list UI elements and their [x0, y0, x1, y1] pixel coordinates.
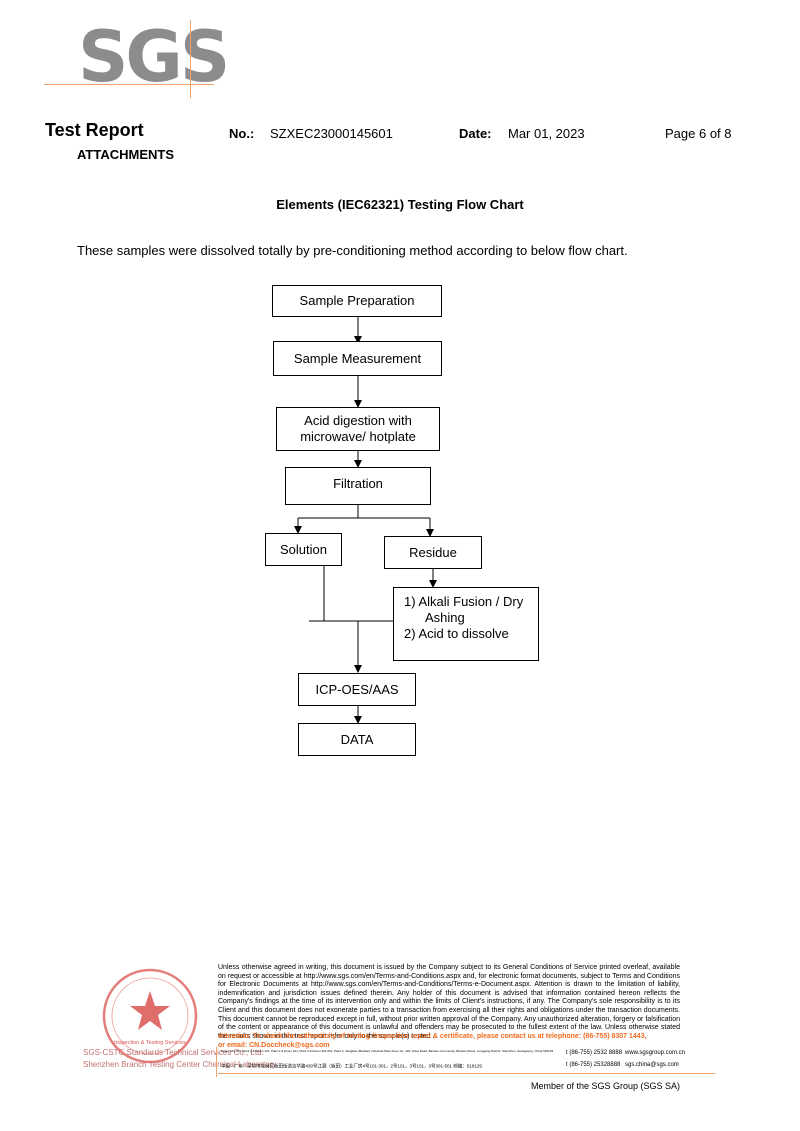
alkali-line-3: 2) Acid to dissolve [404, 626, 509, 641]
step-acid-digestion: Acid digestion with microwave/ hotplate [276, 407, 440, 451]
disclaimer-text: Unless otherwise agreed in writing, this… [218, 964, 680, 1040]
section-title: ATTACHMENTS [77, 147, 175, 162]
report-date: Mar 01, 2023 [508, 126, 585, 141]
sgs-logo: SGS [78, 16, 230, 98]
web-english: www.sgsgroup.com.cn [625, 1050, 686, 1056]
attention-line-1: Attention: To check the authenticity of … [218, 1033, 647, 1040]
phone-english: t (86-755) 2532 8888 [566, 1050, 623, 1056]
step-icp-oes-aas: ICP-OES/AAS [298, 673, 416, 706]
step-solution: Solution [265, 533, 342, 566]
stamp-seal-text: Inspection & Testing Services [114, 1040, 186, 1046]
acid-line-1: Acid digestion with [304, 413, 412, 428]
footer-rule-vertical [216, 1047, 217, 1077]
report-date-label: Date: [459, 126, 492, 141]
report-number: SZXEC23000145601 [270, 126, 393, 141]
alkali-line-1: 1) Alkali Fusion / Dry [404, 594, 524, 609]
step-sample-measurement: Sample Measurement [273, 341, 442, 376]
attention-line-2: or email: CN.Doccheck@sgs.com [218, 1041, 330, 1049]
star-icon [130, 991, 170, 1030]
address-chinese: 中国 · 广东 · 深圳市龙岗区坂田街道吉华路430号江灏（坂田）工业厂房4号1… [221, 1064, 482, 1069]
logo-rule-horizontal [44, 84, 214, 85]
phone-chinese: t (86-755) 25328888 [566, 1062, 621, 1068]
step-residue: Residue [384, 536, 482, 569]
footer-rule-horizontal [218, 1073, 715, 1074]
sgs-member-statement: Member of the SGS Group (SGS SA) [531, 1081, 681, 1091]
step-sample-preparation: Sample Preparation [272, 285, 442, 317]
stamp-branch: Shenzhen Branch Testing Center Chemical … [83, 1060, 277, 1069]
address-english: Room 101-301, Plant 4 & Room 101, Plant … [221, 1050, 554, 1053]
intro-text: These samples were dissolved totally by … [77, 243, 628, 258]
step-filtration: Filtration [285, 467, 431, 505]
flowchart-heading: Elements (IEC62321) Testing Flow Chart [276, 197, 524, 212]
alkali-line-2: Ashing [425, 610, 465, 625]
report-title: Test Report [45, 120, 144, 140]
stamp-company: SGS-CSTC Standards Technical Services Co… [83, 1048, 264, 1057]
flowchart-connectors [294, 317, 437, 724]
report-number-label: No.: [229, 126, 255, 141]
page-number: Page 6 of 8 [665, 126, 732, 141]
company-seal-stamp: Inspection & Testing Services [102, 968, 198, 1064]
logo-rule-vertical [190, 20, 191, 98]
step-data: DATA [298, 723, 416, 756]
attention-notice: Attention: To check the authenticity of … [218, 1033, 680, 1050]
email-chinese: sgs.china@sgs.com [625, 1062, 679, 1068]
step-alkali-fusion: 1) Alkali Fusion / Dry Ashing 2) Acid to… [393, 587, 539, 661]
acid-line-2: microwave/ hotplate [300, 429, 416, 444]
